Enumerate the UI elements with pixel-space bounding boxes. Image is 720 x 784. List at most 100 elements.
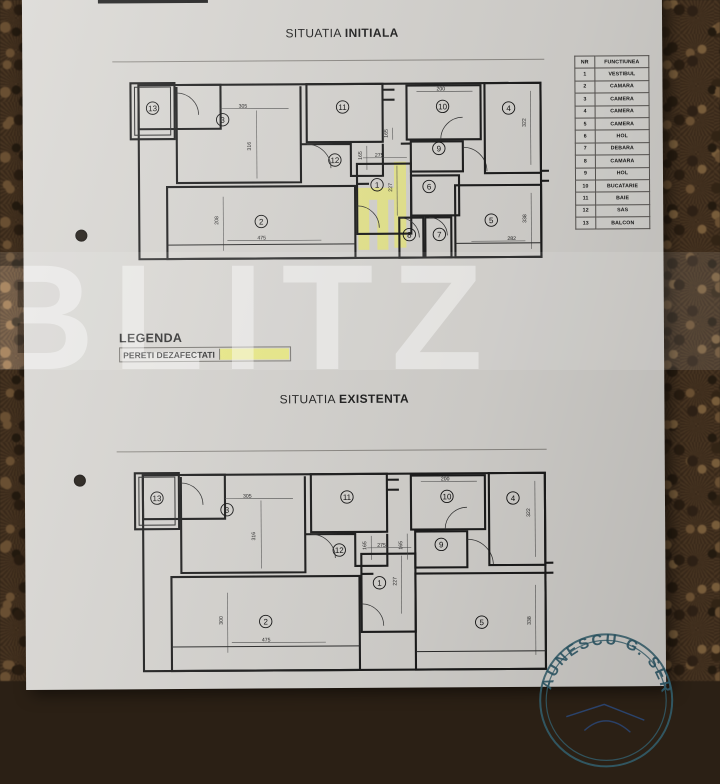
svg-text:227: 227 xyxy=(388,183,394,192)
svg-text:275: 275 xyxy=(375,153,384,159)
svg-text:316: 316 xyxy=(247,142,253,151)
cell-functiune: DEBARA xyxy=(595,142,649,155)
legend-title: LEGENDA xyxy=(119,330,291,345)
cell-nr: 4 xyxy=(575,106,595,119)
cell-functiune: HOL xyxy=(595,167,649,180)
cell-nr: 13 xyxy=(576,217,596,230)
svg-text:300: 300 xyxy=(219,616,225,625)
cell-nr: 5 xyxy=(575,118,595,131)
paper-document: NR.1089147 / 14.08.2018 SITUATIA INITIAL… xyxy=(22,0,666,690)
svg-text:475: 475 xyxy=(262,637,271,643)
svg-text:10: 10 xyxy=(442,492,452,501)
svg-text:165: 165 xyxy=(384,129,390,138)
table-header-row: NR FUNCTIUNEA xyxy=(575,56,649,69)
header-functiunea: FUNCTIUNEA xyxy=(595,56,649,69)
cell-functiune: CAMERA xyxy=(595,118,649,131)
top-black-bar xyxy=(98,0,208,3)
cell-functiune: CAMERA xyxy=(595,93,649,106)
svg-text:165: 165 xyxy=(358,151,364,160)
svg-text:316: 316 xyxy=(251,532,257,541)
cell-functiune: HOL xyxy=(595,130,649,143)
plan-title-existenta-prefix: SITUATIA xyxy=(280,392,339,406)
svg-text:282: 282 xyxy=(507,236,516,242)
plan-title-initiala: SITUATIA INITIALA xyxy=(22,24,662,42)
svg-text:338: 338 xyxy=(527,616,533,625)
floorplan-existenta: .w2 { fill:none; stroke:#1c1c1c; stroke-… xyxy=(115,455,556,688)
svg-text:305: 305 xyxy=(239,104,248,110)
cell-functiune: CAMARA xyxy=(595,80,649,93)
plan-title-initiala-emphasis: INITIALA xyxy=(345,26,399,40)
cell-functiune: SAS xyxy=(596,204,650,217)
svg-text:227: 227 xyxy=(392,577,398,586)
svg-text:4: 4 xyxy=(511,494,516,503)
legend-item-label: PERETI DEZAFECTATI xyxy=(120,348,218,362)
cell-functiune: CAMARA xyxy=(595,155,649,168)
svg-text:12: 12 xyxy=(335,546,345,555)
hole-punch-bottom xyxy=(74,475,86,487)
cell-functiune: BALCON xyxy=(596,217,650,230)
header-nr: NR xyxy=(575,56,595,69)
svg-text:322: 322 xyxy=(526,508,532,517)
legend-block: LEGENDA PERETI DEZAFECTATI xyxy=(119,330,291,362)
plan-title-initiala-prefix: SITUATIA xyxy=(285,26,344,40)
cell-nr: 10 xyxy=(576,180,596,193)
cell-nr: 2 xyxy=(575,81,595,94)
legend-color-swatch xyxy=(219,348,289,359)
svg-text:3: 3 xyxy=(225,506,230,515)
svg-text:475: 475 xyxy=(257,235,266,241)
svg-text:305: 305 xyxy=(243,494,252,500)
svg-text:322: 322 xyxy=(522,118,528,127)
svg-text:6: 6 xyxy=(427,182,432,191)
svg-text:7: 7 xyxy=(437,230,442,239)
svg-text:5: 5 xyxy=(479,618,484,627)
cell-nr: 1 xyxy=(575,68,595,81)
cell-nr: 12 xyxy=(576,205,596,218)
svg-text:4: 4 xyxy=(506,104,511,113)
cell-nr: 9 xyxy=(575,167,595,180)
hole-punch-top xyxy=(75,230,87,242)
svg-text:13: 13 xyxy=(152,494,162,503)
cell-functiune: CAMERA xyxy=(595,105,649,118)
plan-title-existenta: SITUATIA EXISTENTA xyxy=(24,390,664,408)
svg-text:1: 1 xyxy=(377,579,382,588)
divider-top xyxy=(112,59,544,63)
plan-title-existenta-emphasis: EXISTENTA xyxy=(339,392,409,406)
svg-text:2: 2 xyxy=(259,217,264,226)
svg-text:8: 8 xyxy=(407,231,412,240)
floorplan-initiala: .w { fill:none; stroke:#1c1c1c; stroke-w… xyxy=(110,65,551,273)
svg-text:5: 5 xyxy=(489,216,494,225)
cell-functiune: BAIE xyxy=(596,192,650,205)
svg-text:338: 338 xyxy=(522,214,528,223)
divider-bottom xyxy=(117,449,547,453)
svg-text:165: 165 xyxy=(362,541,368,550)
cell-functiune: VESTIBUL xyxy=(595,68,649,81)
svg-text:2: 2 xyxy=(263,617,268,626)
svg-text:12: 12 xyxy=(330,156,340,165)
svg-text:165: 165 xyxy=(398,541,404,550)
cell-nr: 7 xyxy=(575,143,595,156)
svg-text:3: 3 xyxy=(220,116,225,125)
svg-text:1: 1 xyxy=(375,181,380,190)
svg-text:275: 275 xyxy=(377,543,386,549)
svg-text:9: 9 xyxy=(437,144,442,153)
cell-nr: 11 xyxy=(576,192,596,205)
svg-text:9: 9 xyxy=(439,540,444,549)
svg-text:11: 11 xyxy=(343,493,352,502)
svg-text:13: 13 xyxy=(148,104,158,113)
cell-nr: 3 xyxy=(575,93,595,106)
svg-text:200: 200 xyxy=(441,476,450,482)
